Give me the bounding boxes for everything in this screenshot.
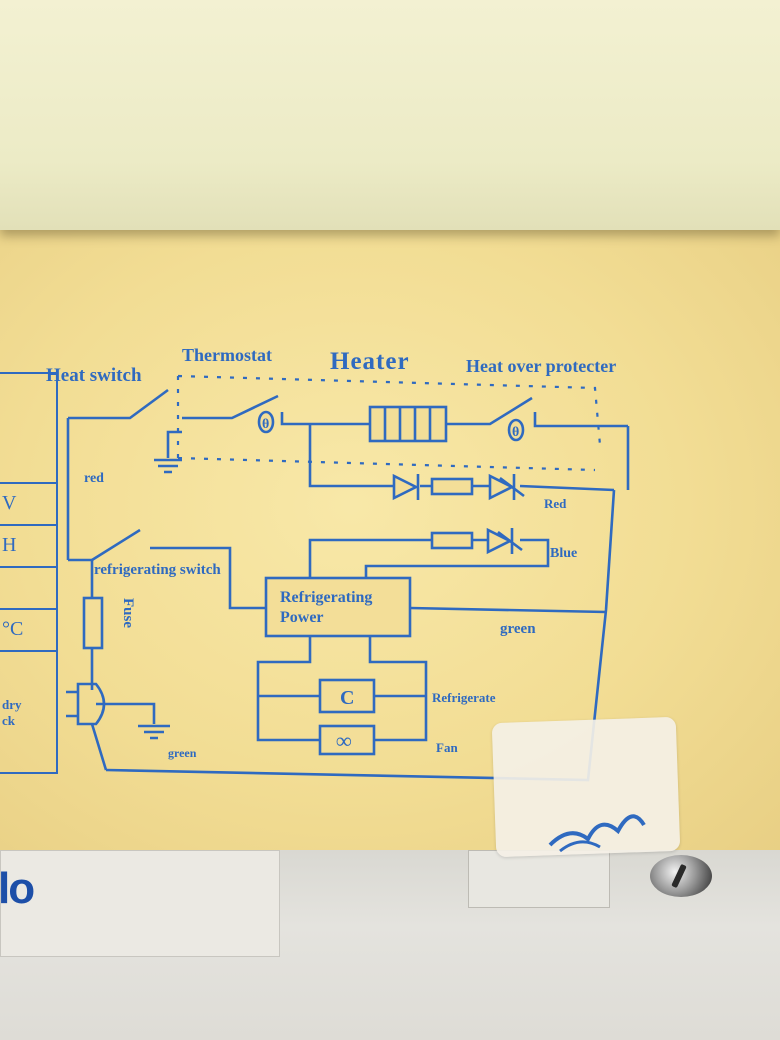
red-wire-label: red <box>84 471 104 486</box>
blue-indicator-wire <box>308 538 550 578</box>
spec-row <box>0 566 56 568</box>
thermostat-label: Thermostat <box>182 345 272 365</box>
blue-indicator-label: Blue <box>550 546 577 561</box>
heater-coils <box>383 407 432 441</box>
diode-icon <box>392 473 419 501</box>
refrigerating-switch-label: refrigerating switch <box>94 562 221 578</box>
spec-row <box>0 608 56 610</box>
spec-row <box>0 650 56 652</box>
refrigerating-power-box <box>264 576 412 638</box>
heat-switch <box>68 388 169 420</box>
spec-cell: H <box>2 534 17 556</box>
power-to-right <box>409 606 607 614</box>
ground-symbol-top <box>154 430 182 474</box>
led-icon <box>488 473 515 501</box>
capacitor-symbol: C <box>340 687 354 709</box>
refrigerating-power-label: Refrigerating <box>280 589 372 606</box>
thermostat-icon <box>257 410 275 434</box>
resistor-icon <box>430 531 474 550</box>
refrigerate-label: Refrigerate <box>432 690 496 705</box>
brand-text: lo <box>0 864 35 913</box>
fan-box <box>318 724 376 756</box>
led-bar <box>499 474 525 500</box>
heat-over-protecter-label: Heat over protecter <box>466 356 616 376</box>
heat-switch-label: Heat switch <box>46 365 142 386</box>
green-wire-label: green <box>500 621 536 637</box>
spec-cell: ck <box>2 713 15 728</box>
red-indicator-wire <box>308 424 615 492</box>
thermostat-symbol: θ <box>262 417 269 432</box>
spec-cell: dry <box>2 697 22 712</box>
refrigerating-switch <box>91 528 266 610</box>
upper-panel <box>0 0 780 230</box>
resistor-icon <box>430 477 474 496</box>
spec-row <box>0 524 56 526</box>
red-indicator-label: Red <box>544 496 567 511</box>
fuse-icon <box>82 596 104 650</box>
load-wires <box>256 636 428 742</box>
refrigerating-power-label-2: Power <box>280 609 324 626</box>
protecter-switch <box>446 396 628 428</box>
ground-symbol-bottom <box>90 702 170 771</box>
fuse-label: Fuse <box>120 598 136 628</box>
main-wire-left <box>66 418 94 690</box>
green-ground-label: green <box>168 746 197 760</box>
seal-logo-icon <box>548 814 646 853</box>
led-icon <box>486 527 513 555</box>
capacitor-box <box>318 678 376 714</box>
protecter-icon <box>507 418 525 442</box>
brand-sticker <box>0 850 280 957</box>
led-bar <box>497 528 523 554</box>
spec-table: V H °C dry ck <box>0 372 58 774</box>
protecter-symbol: θ <box>512 425 519 440</box>
panel-clip <box>468 850 610 908</box>
heater-icon <box>368 405 448 443</box>
spec-cell: V <box>2 492 17 514</box>
heater-label: Heater <box>330 348 410 375</box>
fan-symbol: ∞ <box>336 728 352 753</box>
thermostat-switch <box>182 394 310 426</box>
spec-row <box>0 482 56 484</box>
spec-cell: °C <box>2 618 24 640</box>
fan-label: Fan <box>436 740 458 755</box>
plug-icon <box>66 682 106 726</box>
